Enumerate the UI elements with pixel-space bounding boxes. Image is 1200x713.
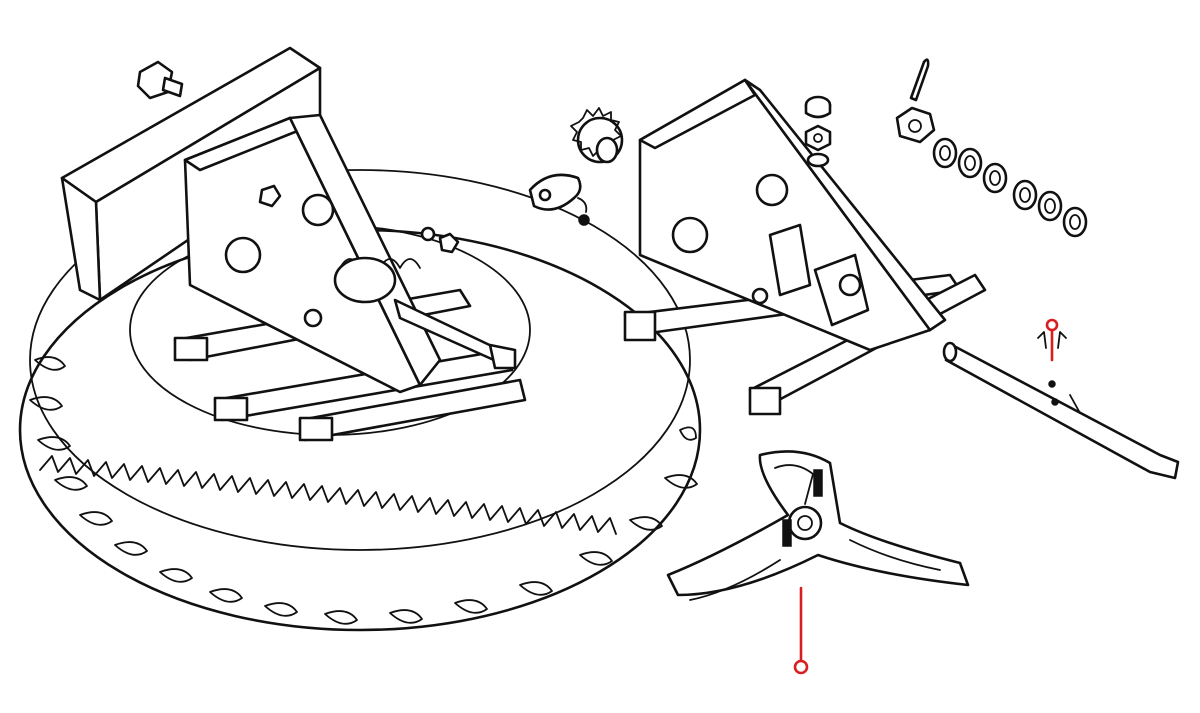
cotter-pin-long bbox=[793, 586, 809, 675]
cotter-pin bbox=[909, 58, 930, 102]
cap-nut bbox=[804, 95, 832, 119]
three-arm-spider-plate bbox=[666, 450, 970, 601]
spring-clip-pin bbox=[1037, 318, 1067, 362]
sprocket bbox=[570, 107, 624, 164]
spring-clip bbox=[577, 197, 590, 226]
spare-carrier-assembled bbox=[173, 113, 527, 442]
lock-washer bbox=[806, 152, 830, 168]
castle-nut bbox=[895, 106, 936, 144]
hex-bolt bbox=[136, 60, 184, 100]
washer-stack bbox=[932, 137, 1088, 238]
spare-carrier-bracket bbox=[623, 78, 987, 416]
cam-lever bbox=[528, 173, 582, 211]
hex-nut bbox=[804, 124, 832, 152]
carrier-shaft bbox=[942, 341, 1180, 480]
